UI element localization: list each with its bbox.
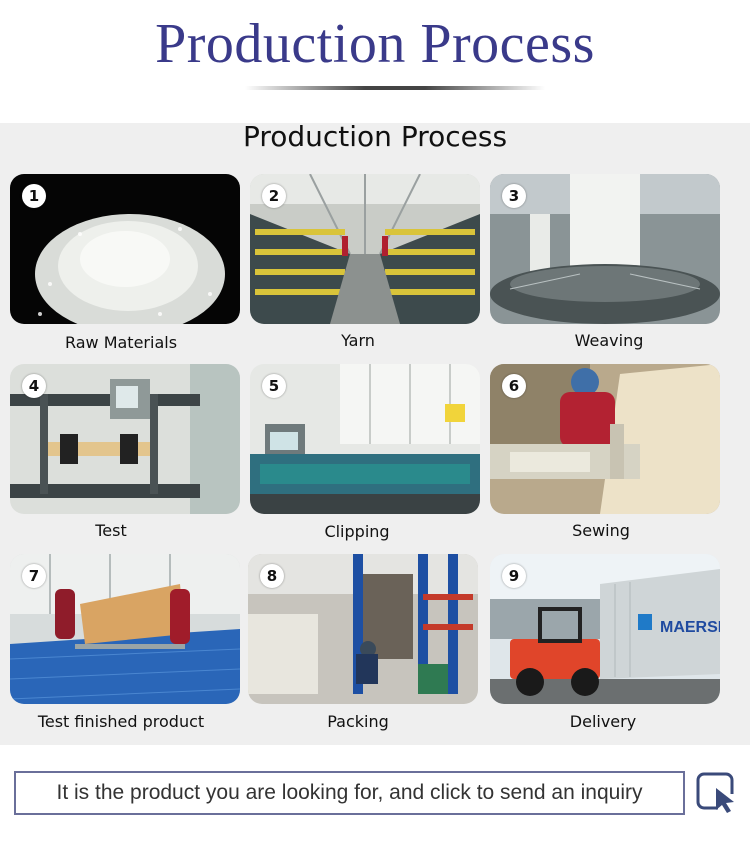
step-9-image: MAERSK 9 bbox=[490, 554, 720, 704]
step-8-caption: Packing bbox=[327, 712, 389, 731]
panel-title: Production Process bbox=[242, 120, 508, 153]
step-number-badge: 2 bbox=[262, 184, 286, 208]
step-6-caption: Sewing bbox=[572, 521, 630, 540]
step-6-image: 6 bbox=[490, 364, 720, 514]
page-title: Production Process bbox=[155, 13, 595, 75]
step-5-caption: Clipping bbox=[324, 522, 390, 541]
step-3-caption: Weaving bbox=[574, 331, 644, 350]
container-logo-text: MAERSK bbox=[660, 619, 720, 636]
step-5-image: 5 bbox=[250, 364, 480, 514]
step-number-badge: 9 bbox=[502, 564, 526, 588]
step-number-badge: 3 bbox=[502, 184, 526, 208]
step-number-badge: 4 bbox=[22, 374, 46, 398]
cursor-click-icon[interactable] bbox=[696, 772, 738, 814]
step-8-image: 8 bbox=[248, 554, 478, 704]
step-number-badge: 6 bbox=[502, 374, 526, 398]
step-number-badge: 5 bbox=[262, 374, 286, 398]
inquiry-link[interactable]: It is the product you are looking for, a… bbox=[14, 771, 685, 815]
step-7-image: 7 bbox=[10, 554, 240, 704]
step-4-caption: Test bbox=[95, 521, 127, 540]
step-2-image: 2 bbox=[250, 174, 480, 324]
step-number-badge: 8 bbox=[260, 564, 284, 588]
step-3-image: 3 bbox=[490, 174, 720, 324]
step-4-image: 4 bbox=[10, 364, 240, 514]
step-number-badge: 7 bbox=[22, 564, 46, 588]
step-1-image: 1 bbox=[10, 174, 240, 324]
step-2-caption: Yarn bbox=[341, 331, 375, 350]
step-9-caption: Delivery bbox=[569, 712, 637, 731]
step-1-caption: Raw Materials bbox=[64, 333, 178, 352]
step-number-badge: 1 bbox=[22, 184, 46, 208]
step-7-caption: Test finished product bbox=[37, 712, 205, 731]
title-underline bbox=[245, 86, 545, 90]
